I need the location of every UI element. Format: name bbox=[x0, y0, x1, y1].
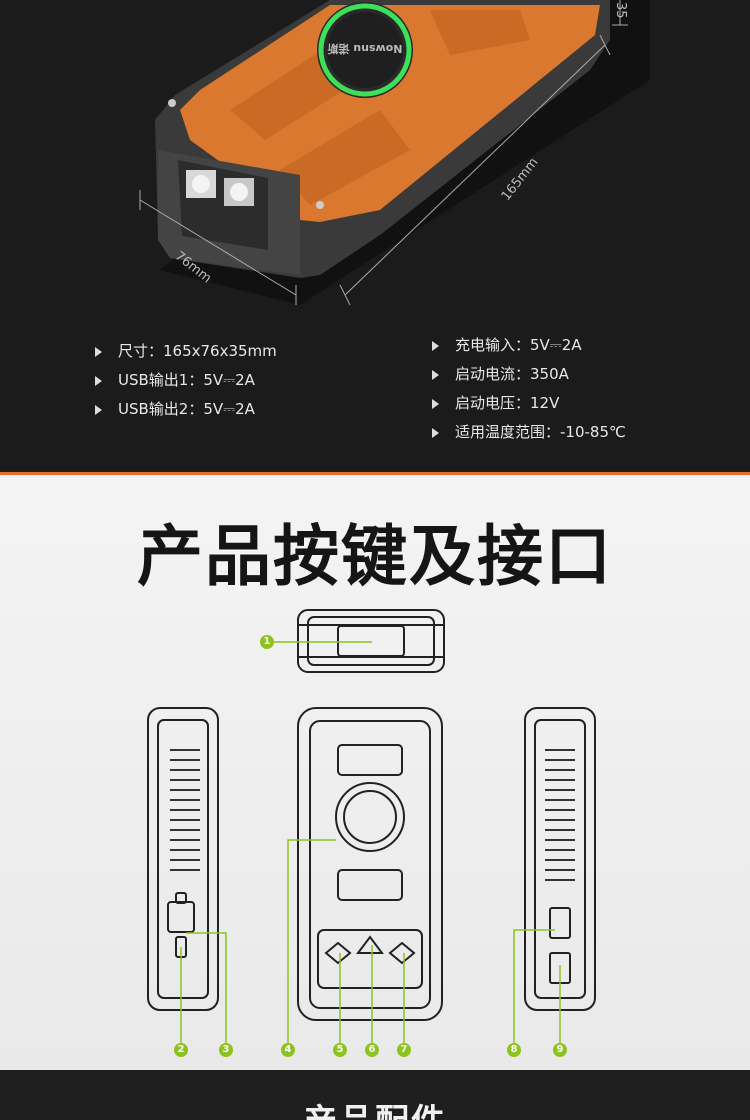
callout-3: 3 bbox=[219, 1043, 233, 1057]
spec-item: 适用温度范围：-10-85℃ bbox=[432, 421, 626, 442]
spec-item: USB输出2：5V⎓2A bbox=[95, 398, 255, 419]
callout-1: 1 bbox=[260, 635, 274, 649]
spec-item: 启动电压：12V bbox=[432, 392, 559, 413]
spec-item: 尺寸：165x76x35mm bbox=[95, 340, 277, 361]
spec-item: USB输出1：5V⎓2A bbox=[95, 369, 255, 390]
dimension-height-label: 35 bbox=[613, 2, 628, 19]
buttons-ports-section: 产品按键及接口 bbox=[0, 475, 750, 1070]
section-divider bbox=[0, 472, 750, 475]
device-photo: Nowsnu 诺斯 bbox=[139, 0, 650, 306]
spec-item: 启动电流：350A bbox=[432, 363, 569, 384]
product-photo-section: Nowsnu 诺斯 35 165mm 76mm 尺寸：165x76x35mm U… bbox=[0, 0, 750, 470]
callout-4: 4 bbox=[281, 1043, 295, 1057]
callout-8: 8 bbox=[507, 1043, 521, 1057]
callout-7: 7 bbox=[397, 1043, 411, 1057]
svg-text:Nowsnu 诺斯: Nowsnu 诺斯 bbox=[328, 42, 403, 56]
callout-5: 5 bbox=[333, 1043, 347, 1057]
callout-9: 9 bbox=[553, 1043, 567, 1057]
device-line-drawings bbox=[147, 609, 596, 1043]
section-title: 产品按键及接口 bbox=[137, 518, 613, 595]
accessories-section: 产品配件 bbox=[0, 1070, 750, 1120]
callout-2: 2 bbox=[174, 1043, 188, 1057]
spec-item: 充电输入：5V⎓2A bbox=[432, 334, 582, 355]
accessories-title: 产品配件 bbox=[0, 1094, 750, 1120]
callout-6: 6 bbox=[365, 1043, 379, 1057]
